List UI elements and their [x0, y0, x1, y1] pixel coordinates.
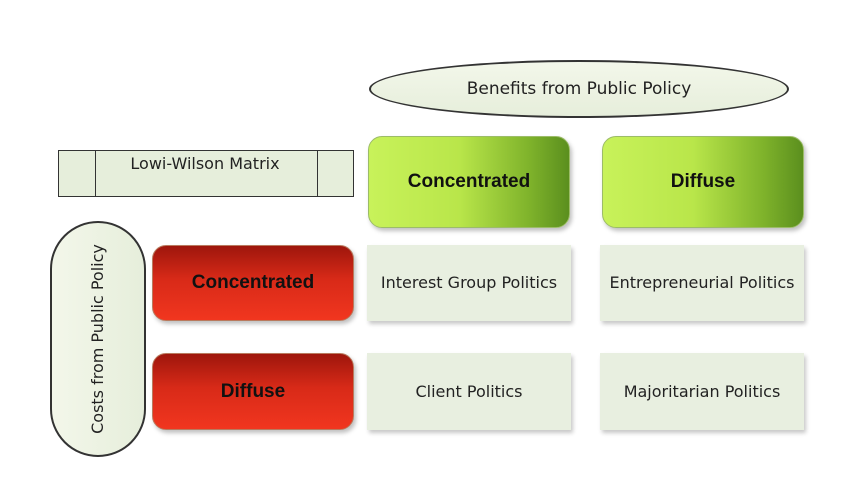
cell-label: Majoritarian Politics: [623, 381, 781, 401]
benefit-column-concentrated: Concentrated: [368, 136, 570, 228]
divider: [95, 151, 96, 196]
cell-label: Entrepreneurial Politics: [609, 273, 795, 292]
benefit-column-diffuse: Diffuse: [602, 136, 804, 228]
cost-row-concentrated: Concentrated: [152, 245, 354, 321]
cost-row-label: Concentrated: [191, 272, 315, 293]
benefit-column-label: Concentrated: [407, 171, 531, 192]
costs-header-label: Costs from Public Policy: [88, 244, 107, 434]
cell-label: Client Politics: [415, 381, 523, 401]
divider: [317, 151, 318, 196]
matrix-title: Lowi-Wilson Matrix: [130, 154, 280, 173]
cost-row-label: Diffuse: [220, 380, 286, 402]
cell-label: Interest Group Politics: [380, 273, 558, 292]
cell-majoritarian-politics: Majoritarian Politics: [600, 353, 804, 430]
cell-entrepreneurial-politics: Entrepreneurial Politics: [600, 245, 804, 321]
cost-row-diffuse: Diffuse: [152, 353, 354, 430]
benefit-column-label: Diffuse: [670, 171, 736, 192]
costs-header: Costs from Public Policy: [50, 221, 146, 457]
benefits-header-label: Benefits from Public Policy: [466, 79, 692, 99]
benefits-header: Benefits from Public Policy: [369, 60, 789, 118]
cell-interest-group-politics: Interest Group Politics: [367, 245, 571, 321]
cell-client-politics: Client Politics: [367, 353, 571, 430]
matrix-title-box: Lowi-Wilson Matrix: [58, 150, 354, 197]
